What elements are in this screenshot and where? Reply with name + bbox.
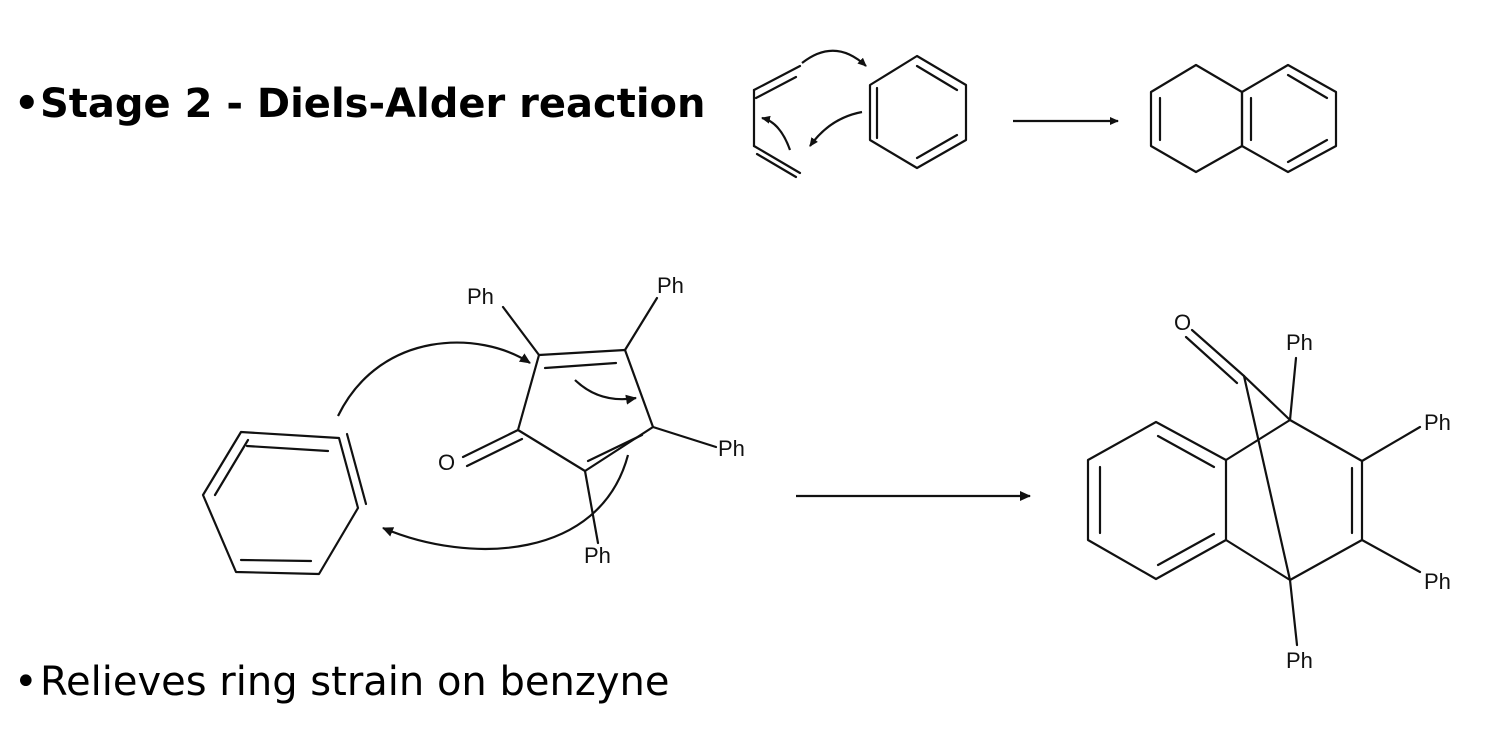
oxygen-label-product: O <box>1174 310 1191 335</box>
ph-label-cp-right: Ph <box>718 436 745 461</box>
top-electron-arrows <box>761 49 867 151</box>
bullet-marker: • <box>14 659 38 705</box>
ring-strain-text: Relieves ring strain on benzyne <box>40 659 670 705</box>
ph-label-product-bottom: Ph <box>1286 648 1313 673</box>
ph-label-cp-bottom: Ph <box>584 543 611 568</box>
top-product-dihydronaphthalene <box>1149 63 1338 174</box>
bicyclic-product <box>1086 328 1422 647</box>
bullet-marker: • <box>14 81 40 127</box>
top-diene <box>752 64 802 179</box>
bullet-stage-2: •Stage 2 - Diels-Alder reaction <box>14 84 706 124</box>
top-benzyne <box>868 54 968 170</box>
bullet-ring-strain: •Relieves ring strain on benzyne <box>14 662 669 702</box>
ph-label-cp-upper-left: Ph <box>467 284 494 309</box>
ph-label-product-top: Ph <box>1286 330 1313 355</box>
oxygen-label-cp: O <box>438 450 455 475</box>
ph-label-product-right-upper: Ph <box>1424 410 1451 435</box>
electron-arrows <box>337 341 637 550</box>
ph-label-product-right-lower: Ph <box>1424 569 1451 594</box>
benzyne <box>201 430 368 576</box>
heading-stage-2: Stage 2 - Diels-Alder reaction <box>40 81 706 127</box>
tetraphenylcyclopentadienone <box>461 296 718 545</box>
ph-label-cp-upper-right: Ph <box>657 273 684 298</box>
